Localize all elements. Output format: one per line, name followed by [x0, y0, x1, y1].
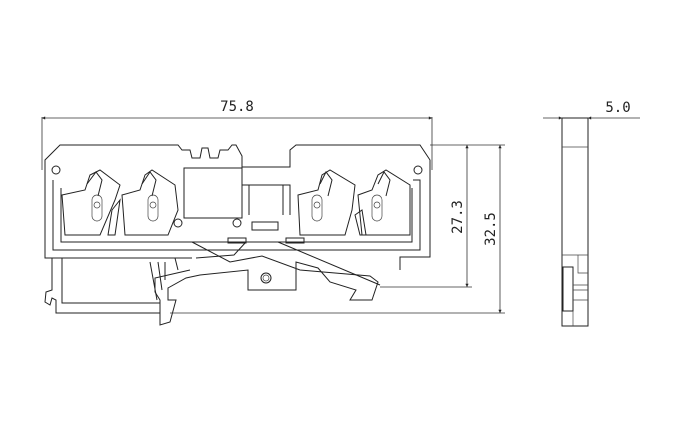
thickness-dimension-label: 5.0 [605, 100, 630, 116]
height-dimension-inner: 27.3 [380, 144, 505, 288]
spring-clamp-4 [354, 169, 411, 236]
front-view [44, 144, 431, 326]
spring-clamp-2 [121, 169, 179, 236]
din-rail-foot [149, 241, 381, 326]
height-dimension-inner-label: 27.3 [450, 200, 466, 234]
side-view: 5.0 [543, 100, 640, 327]
height-dimension-outer-label: 32.5 [483, 212, 499, 246]
width-dimension-label: 75.8 [220, 99, 254, 115]
height-dimension-outer: 32.5 [170, 145, 505, 314]
width-dimension: 75.8 [41, 99, 433, 170]
spring-clamp-3 [297, 169, 356, 236]
spring-clamp-1 [61, 169, 121, 236]
